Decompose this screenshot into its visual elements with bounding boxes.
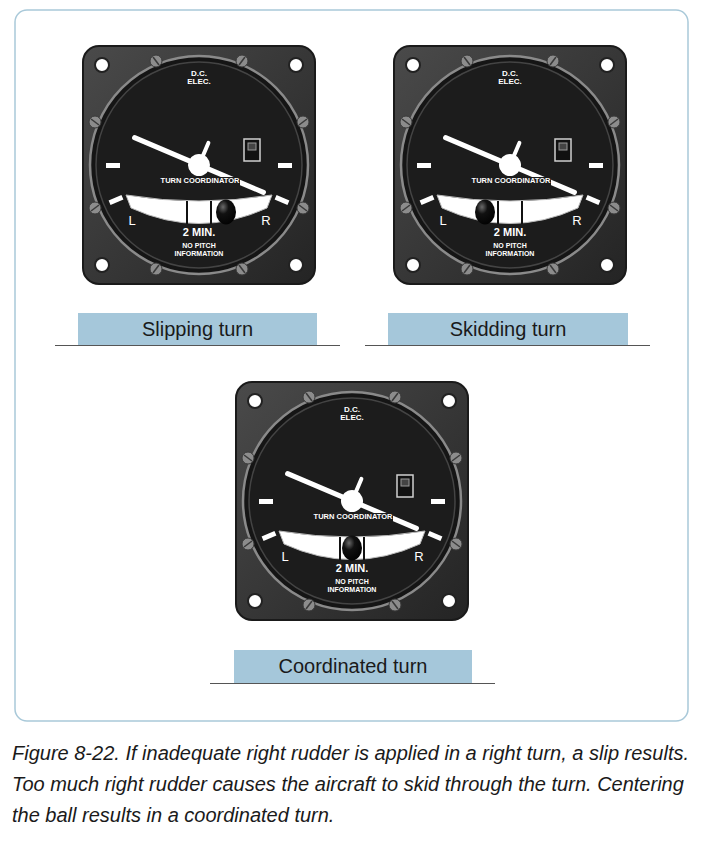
instrument-label: D.C. ELEC.	[334, 406, 370, 423]
instrument-label: L	[280, 550, 289, 564]
instrument-label: L	[438, 214, 447, 228]
instrument-label: 2 MIN.	[335, 562, 369, 574]
turn-type-band: Coordinated turn	[234, 650, 472, 683]
inclinometer-ball	[342, 536, 362, 561]
instrument-label: R	[260, 214, 271, 228]
instrument-label: D.C. ELEC.	[181, 70, 217, 87]
turn-type-band: Skidding turn	[388, 313, 628, 345]
instrument-label: TURN COORDINATOR	[313, 513, 394, 522]
instrument-label: NO PITCH INFORMATION	[322, 578, 382, 594]
band-label: Coordinated turn	[279, 655, 428, 678]
inclinometer-ball	[216, 200, 236, 225]
inclinometer-ball	[475, 200, 495, 225]
turn-coordinator-instrument: D.C. ELEC. TURN COORDINATOR L R 2 MIN. NO PIT…	[235, 381, 469, 621]
turn-type-band: Slipping turn	[78, 313, 317, 345]
instrument-label: TURN COORDINATOR	[471, 177, 552, 186]
turn-coordinator-instrument: D.C. ELEC. TURN COORDINATOR L R 2 MIN. NO PIT…	[82, 45, 316, 285]
instrument-label: NO PITCH INFORMATION	[169, 242, 229, 258]
band-rule	[365, 345, 650, 346]
figure-caption: Figure 8-22. If inadequate right rudder …	[12, 738, 692, 831]
band-rule	[55, 345, 340, 346]
turn-coordinator-instrument: D.C. ELEC. TURN COORDINATOR L R 2 MIN. NO PIT…	[393, 45, 627, 285]
instrument-body	[394, 46, 626, 284]
band-rule	[210, 683, 495, 684]
instrument-label: R	[413, 550, 424, 564]
instrument-body	[83, 46, 315, 284]
instrument-label: 2 MIN.	[493, 226, 527, 238]
instrument-label: D.C. ELEC.	[492, 70, 528, 87]
band-label: Slipping turn	[142, 318, 253, 341]
instrument-body	[236, 382, 468, 620]
figure-panel	[15, 10, 688, 721]
instrument-label: NO PITCH INFORMATION	[480, 242, 540, 258]
instrument-label: R	[571, 214, 582, 228]
instrument-label: L	[127, 214, 136, 228]
band-label: Skidding turn	[450, 318, 567, 341]
instrument-label: 2 MIN.	[182, 226, 216, 238]
instrument-label: TURN COORDINATOR	[160, 177, 241, 186]
